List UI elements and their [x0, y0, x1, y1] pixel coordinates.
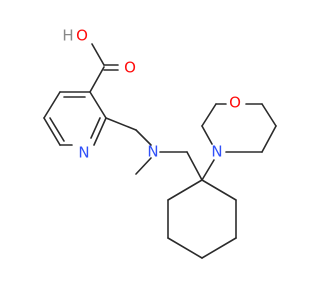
bond-pyr-6	[89, 91, 107, 119]
hydroxyl-o-label: O	[76, 27, 88, 45]
hydroxyl-h-label: H	[62, 27, 73, 45]
morpholine-ring	[201, 103, 277, 181]
bond-pyr-5	[93, 117, 107, 146]
bond-ring-ch2	[105, 117, 137, 131]
bond-c-oh	[91, 43, 105, 66]
atom-labels: O H O N N N O	[62, 27, 241, 162]
bond-ch2-cyclohexyl	[186, 151, 203, 181]
bond-morph-1	[201, 125, 213, 145]
molecule-structure-diagram: O H O N N N O	[43, 27, 277, 259]
bond-cy-3	[201, 237, 237, 259]
cyclohexane-ring	[167, 179, 237, 259]
bond-morph-2	[201, 103, 217, 127]
bond-c-ring	[89, 66, 105, 93]
bond-morph-5	[261, 103, 277, 127]
bond-cy-morph-n	[201, 159, 215, 181]
bond-cy-1	[201, 179, 237, 201]
bond-pyr-5-inner	[90, 117, 101, 139]
bond-pyr-3-inner	[49, 117, 65, 142]
bond-n-methyl	[135, 157, 152, 175]
morpholine-o-label: O	[229, 94, 241, 112]
pyridine-ring	[43, 91, 107, 146]
carboxylic-acid-group	[89, 43, 119, 93]
carbonyl-o-label: O	[124, 59, 136, 77]
bond-cy-4	[167, 237, 203, 259]
side-chain	[105, 117, 203, 181]
bond-ch2-n	[135, 129, 152, 146]
bond-morph-6	[261, 125, 277, 153]
pyridine-n-label: N	[78, 144, 89, 162]
amine-n-label: N	[147, 143, 158, 161]
morpholine-n-label: N	[211, 143, 222, 161]
bond-pyr-2	[43, 91, 61, 119]
bond-pyr-3	[43, 117, 61, 146]
bond-cy-6	[167, 179, 203, 201]
